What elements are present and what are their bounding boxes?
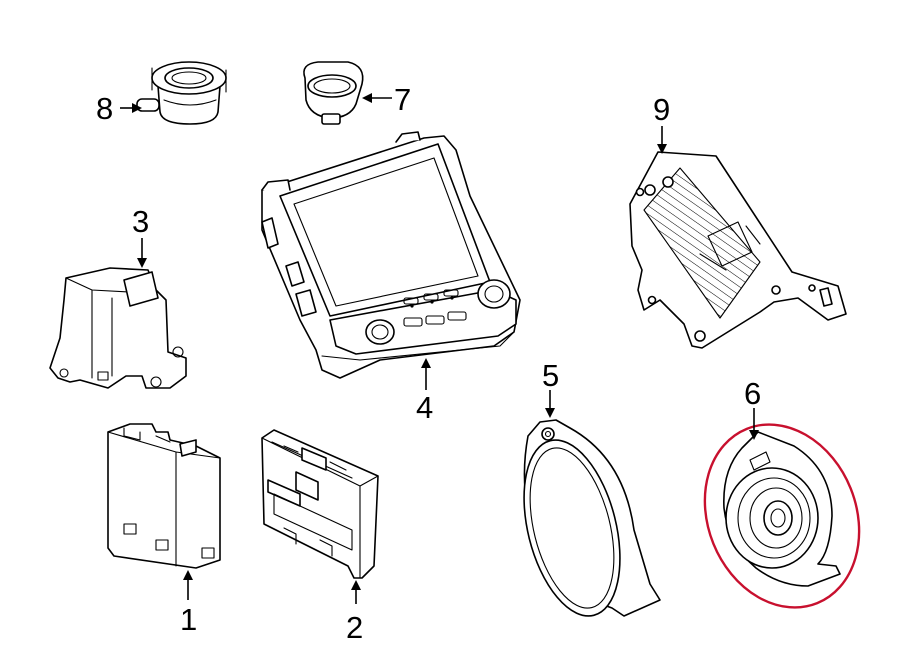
callout-8: 8 [96,91,113,126]
callout-numbers: 8 7 9 3 4 5 6 1 2 [96,82,761,645]
callout-6: 6 [744,376,761,411]
part-4-display-head-unit [261,131,521,379]
callout-5: 5 [542,358,559,393]
part-8-sensor [136,61,227,125]
callout-4: 4 [416,390,433,425]
part-6-round-speaker [723,431,841,587]
callout-3: 3 [132,204,149,239]
part-5-oval-speaker [523,419,661,617]
callout-1: 1 [180,602,197,637]
part-1-module [107,423,221,569]
callout-2: 2 [346,610,363,645]
callout-leaders [120,93,759,604]
part-7-microphone [303,61,364,125]
part-2-control-module [261,429,379,579]
part-6-highlight-ring [703,423,861,609]
callout-7: 7 [394,82,411,117]
part-3-bracket [49,267,187,389]
part-9-amplifier [629,151,847,349]
callout-9: 9 [653,92,670,127]
